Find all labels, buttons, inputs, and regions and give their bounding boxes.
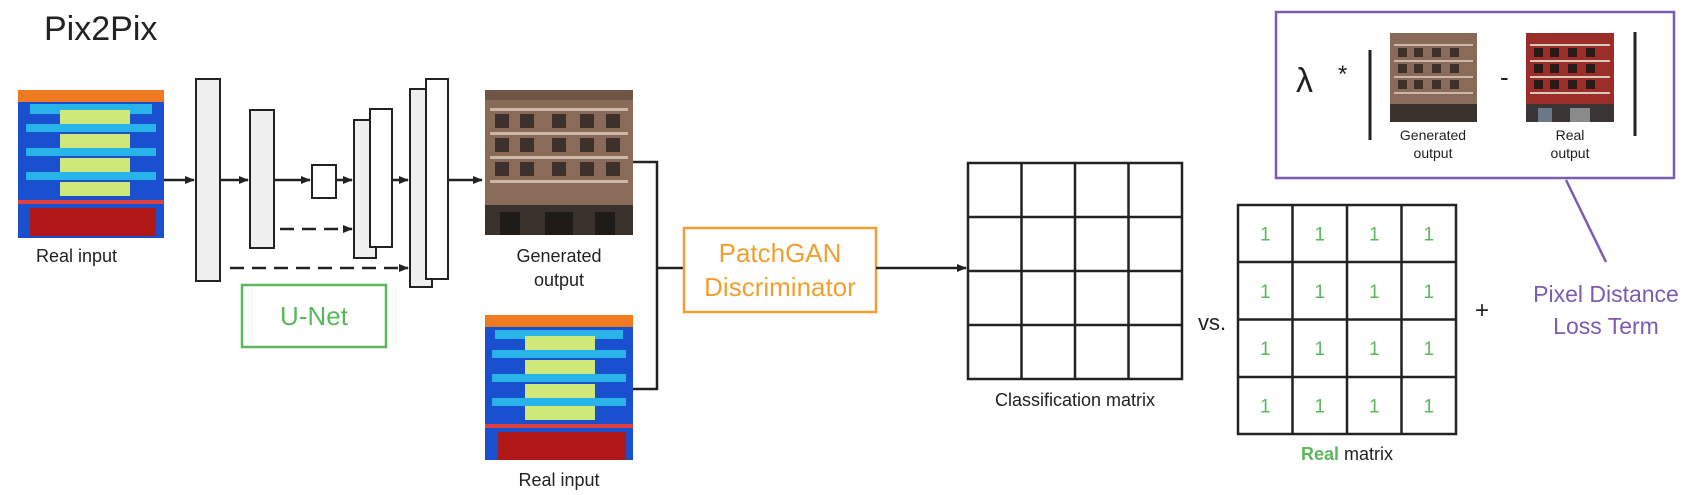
patchgan-label-line2: Discriminator <box>704 272 856 302</box>
real-matrix-cell-1-1: 1 <box>1314 282 1325 303</box>
patchgan-label-line1: PatchGAN <box>719 238 842 268</box>
real-matrix-label-real: Real <box>1301 444 1339 464</box>
real-matrix-cell-0-0: 1 <box>1260 225 1271 246</box>
generated-output-image <box>485 90 633 235</box>
real-matrix-cell-0-1: 1 <box>1314 225 1325 246</box>
patchgan-discriminator-box <box>682 226 878 314</box>
minus-symbol: - <box>1500 62 1509 92</box>
unet-bottleneck-block <box>311 164 337 199</box>
unet-encoder-block-2 <box>249 109 275 249</box>
formula-real-caption-line1: Real <box>1556 127 1585 143</box>
diagram-title: Pix2Pix <box>44 10 157 48</box>
pixel-distance-label-line1: Pixel Distance <box>1533 281 1679 307</box>
classification-matrix-grid <box>966 161 1184 381</box>
generated-output-label-line1: Generated <box>516 246 601 266</box>
real-input-label-top: Real input <box>36 246 117 266</box>
unet-encoder-block-1 <box>195 78 221 282</box>
classification-matrix-label: Classification matrix <box>995 390 1155 410</box>
real-input-image-bottom <box>485 315 633 460</box>
unet-blocks <box>195 78 449 288</box>
formula-generated-caption-line2: output <box>1414 145 1453 161</box>
formula-generated-caption-line1: Generated <box>1400 127 1466 143</box>
real-matrix-cell-0-3: 1 <box>1423 225 1434 246</box>
real-matrix-cell-2-1: 1 <box>1314 339 1325 360</box>
real-matrix-label-suffix: matrix <box>1339 444 1393 464</box>
real-matrix-cell-0-2: 1 <box>1369 225 1380 246</box>
real-matrix-cell-3-1: 1 <box>1314 396 1325 417</box>
real-matrix-cell-1-3: 1 <box>1423 282 1434 303</box>
unet-decoder-block-2b <box>369 108 393 248</box>
real-matrix-cell-3-2: 1 <box>1369 396 1380 417</box>
real-matrix-cell-1-2: 1 <box>1369 282 1380 303</box>
real-input-label-bottom: Real input <box>518 470 599 490</box>
plus-sign: + <box>1475 297 1489 324</box>
formula-real-caption-line2: output <box>1551 145 1590 161</box>
discriminator-input-connector <box>633 160 684 391</box>
real-matrix-values: 1 1 1 1 1 1 1 1 1 1 1 1 1 1 1 1 <box>1260 225 1434 418</box>
generated-output-label-line2: output <box>534 270 584 290</box>
vs-label: vs. <box>1198 310 1226 335</box>
real-matrix-grid <box>1236 203 1458 436</box>
real-matrix-label: Real matrix <box>1301 444 1393 464</box>
real-matrix-cell-3-0: 1 <box>1260 396 1271 417</box>
formula-real-image <box>1526 33 1614 122</box>
loss-pointer-line <box>1564 179 1608 263</box>
real-matrix-cell-2-0: 1 <box>1260 339 1271 360</box>
unet-arrows <box>164 176 483 272</box>
real-matrix-cell-3-3: 1 <box>1423 396 1434 417</box>
unet-label-box <box>240 283 388 349</box>
real-input-image-top <box>18 90 164 238</box>
real-matrix-cell-2-2: 1 <box>1369 339 1380 360</box>
formula-generated-image <box>1390 33 1477 122</box>
times-symbol: * <box>1338 61 1347 88</box>
real-matrix-cell-1-0: 1 <box>1260 282 1271 303</box>
real-matrix-cell-2-3: 1 <box>1423 339 1434 360</box>
unet-decoder-block-1b <box>425 78 449 280</box>
lambda-symbol: λ <box>1296 62 1313 100</box>
unet-label: U-Net <box>280 301 349 331</box>
pixel-distance-label-line2: Loss Term <box>1553 313 1659 339</box>
